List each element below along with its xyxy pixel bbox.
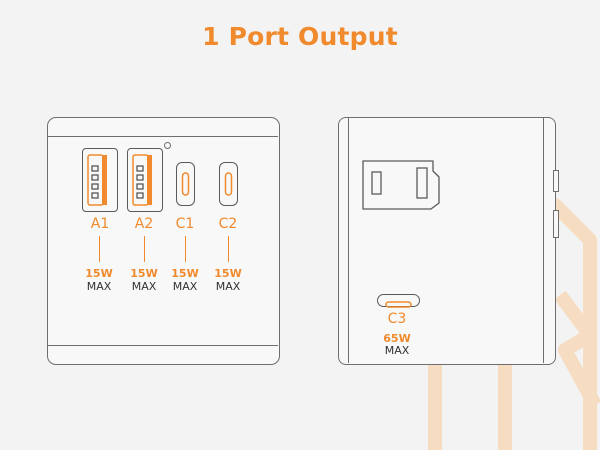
page-title: 1 Port Output: [202, 22, 398, 51]
port-label-c3: C3: [387, 311, 407, 327]
watt-a1: 15W: [85, 267, 113, 280]
leader-line-c1: [185, 236, 186, 262]
max-c2: MAX: [215, 280, 241, 293]
port-label-a2: A2: [134, 216, 154, 232]
usb-a-port-a1: [82, 148, 118, 212]
watt-a2: 15W: [130, 267, 158, 280]
leader-line-a1: [99, 236, 100, 262]
watt-c1: 15W: [171, 267, 199, 280]
side-button-bottom: [553, 210, 559, 238]
ac-outlet-icon: [362, 160, 440, 210]
charger-side-view: [338, 117, 556, 365]
usb-a-port-icon: [132, 154, 152, 206]
max-a2: MAX: [131, 280, 157, 293]
max-c1: MAX: [172, 280, 198, 293]
front-bottom-seam: [48, 345, 278, 347]
port-label-a1: A1: [90, 216, 110, 232]
leader-line-c2: [228, 236, 229, 262]
usb-c-port-c3: [377, 294, 420, 308]
usb-c-port-icon: [181, 172, 190, 196]
max-c3: MAX: [384, 344, 410, 357]
side-button-top: [553, 170, 559, 192]
usb-a-port-a2: [127, 148, 163, 212]
port-label-c2: C2: [218, 216, 238, 232]
watt-c3: 65W: [383, 332, 411, 345]
usb-c-port-icon: [385, 301, 412, 308]
side-left-seam: [348, 118, 350, 363]
usb-c-port-c2: [219, 162, 238, 206]
usb-a-port-icon: [87, 154, 107, 206]
side-right-seam: [543, 118, 545, 363]
leader-line-a2: [144, 236, 145, 262]
max-a1: MAX: [86, 280, 112, 293]
front-top-seam: [48, 136, 278, 138]
port-label-c1: C1: [175, 216, 195, 232]
usb-c-port-icon: [224, 172, 233, 196]
usb-c-port-c1: [176, 162, 195, 206]
led-indicator: [164, 142, 171, 149]
watt-c2: 15W: [214, 267, 242, 280]
